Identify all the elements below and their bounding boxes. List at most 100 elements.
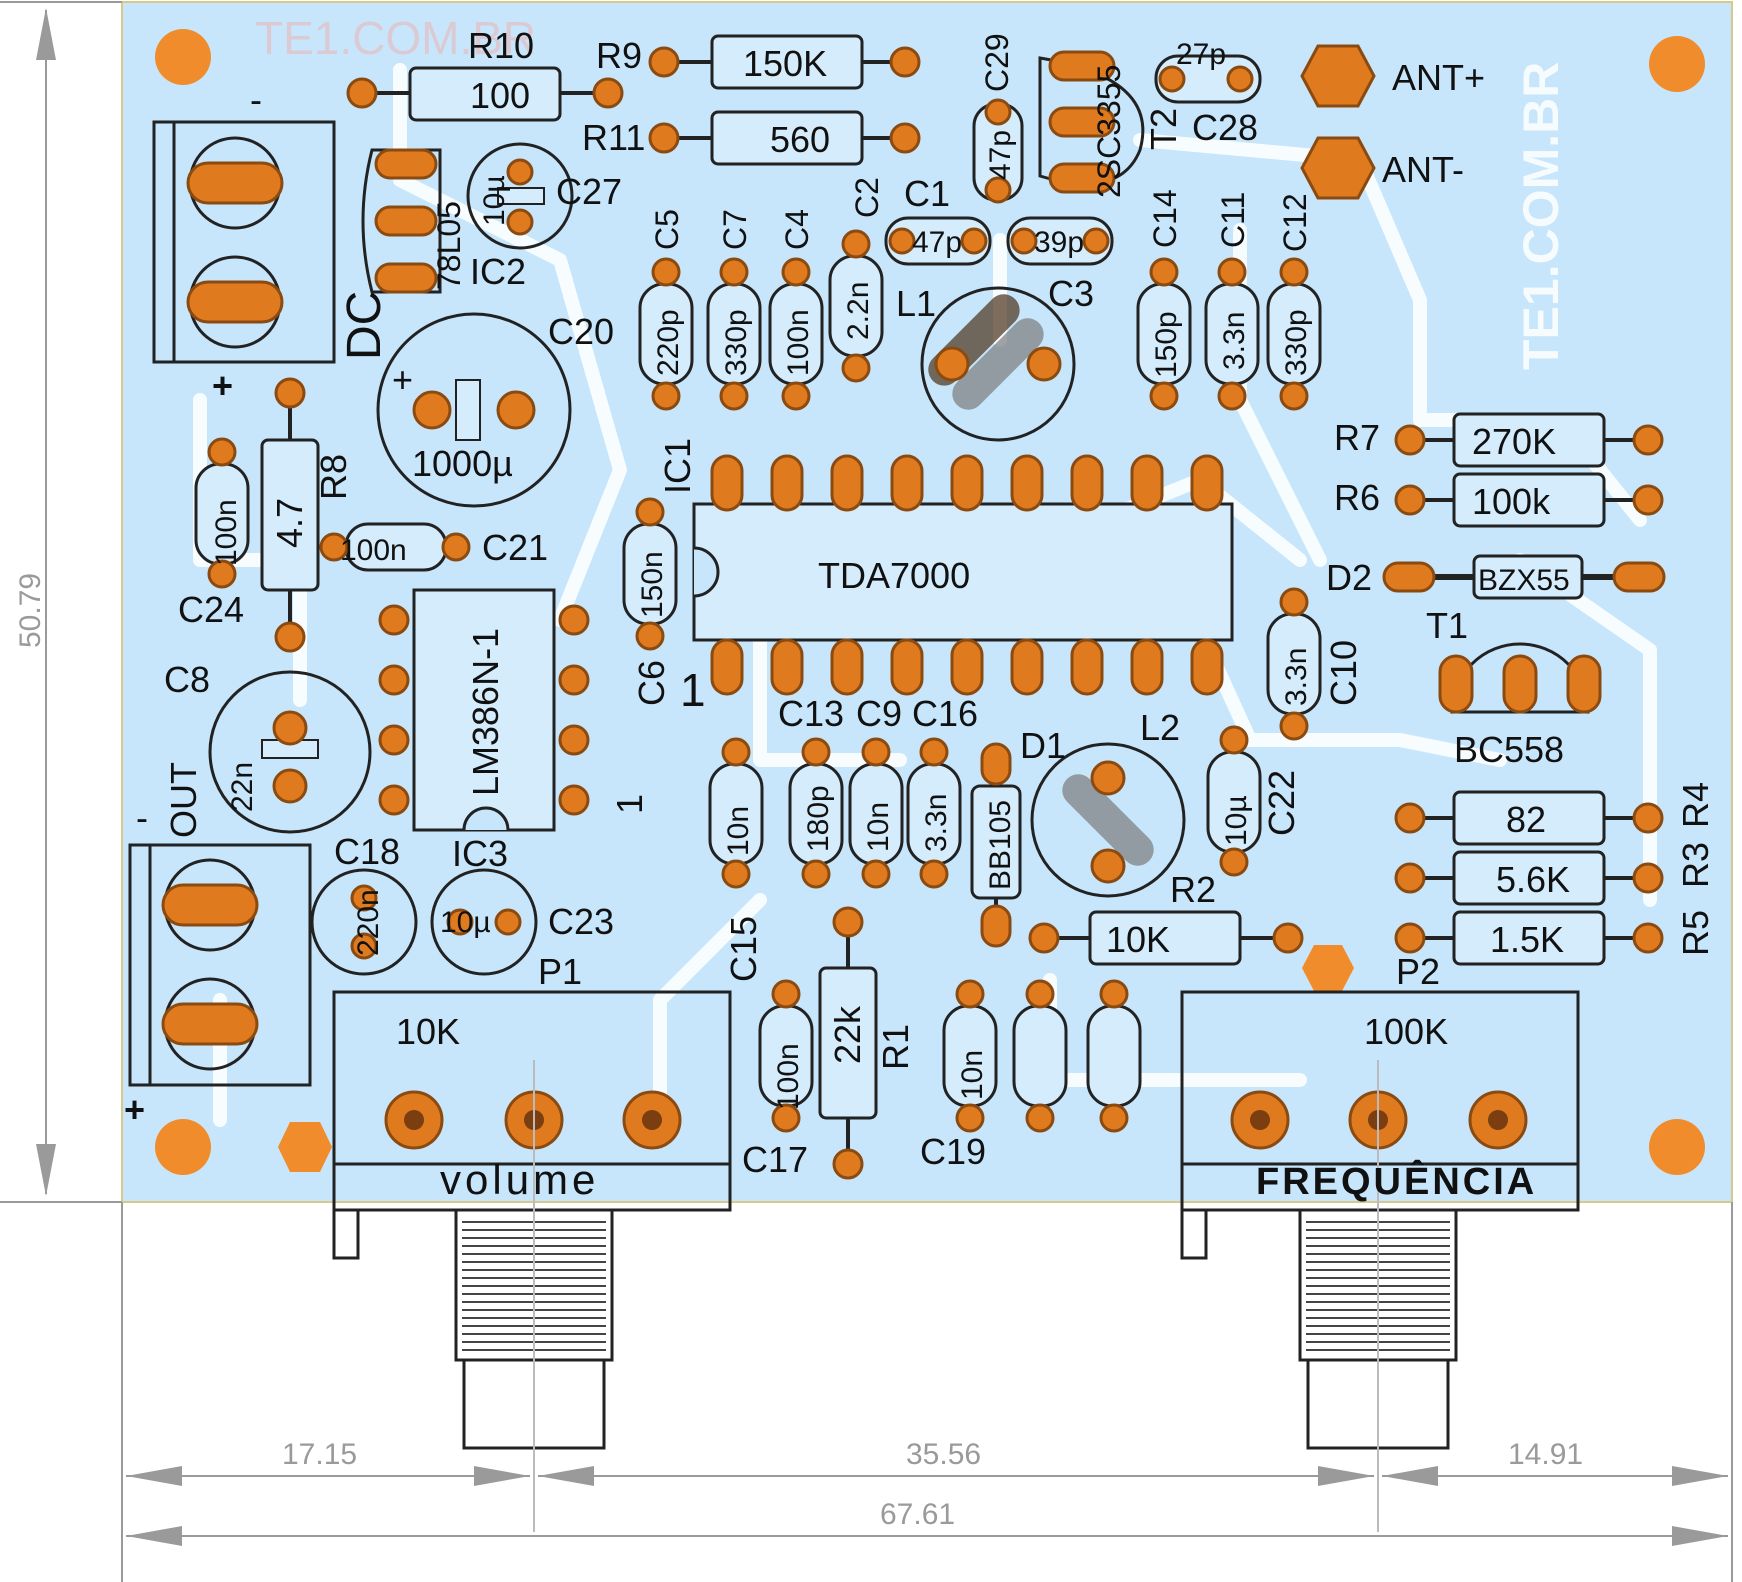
mounting-hole (155, 29, 211, 85)
c29-value: 47p (984, 130, 1017, 180)
p1-value: 10K (396, 1011, 460, 1052)
l1-ref: L1 (896, 283, 936, 324)
t2-transistor: 2SC3355 T2 (1038, 50, 1184, 198)
r11-value: 560 (770, 119, 830, 160)
r1-ref: R1 (875, 1024, 916, 1070)
c3-value: 39p (1034, 226, 1084, 259)
cap-c24: C24 100n (178, 437, 250, 630)
cap-c14: C14 150p (1136, 189, 1192, 411)
dc-minus-label: - (250, 79, 262, 120)
t1-ref: T1 (1426, 605, 1468, 646)
watermark-side: TE1.COM.BR (1513, 62, 1569, 370)
c7-value: 330p (720, 309, 753, 376)
resistor-r11: R11 560 (582, 110, 921, 166)
resistor-r2: R2 10K (1028, 869, 1304, 966)
ic1-pin-pad (950, 638, 984, 696)
dc-label: DC (338, 291, 391, 360)
c26-ref: C13 (778, 693, 844, 734)
c12-value: 330p (1280, 309, 1313, 376)
cap-c4: C4 100n (768, 209, 824, 411)
pot-p1-volume: 10K P1 volume (332, 951, 732, 1532)
ic2-ref: IC2 (470, 251, 526, 292)
ic2-part: 78L05 (431, 201, 467, 290)
d1-ref: D1 (1020, 725, 1066, 766)
r10-value: 100 (470, 75, 530, 116)
dim-height: 50.79 (14, 573, 47, 648)
ic2-regulator: 78L05 IC2 (361, 148, 526, 294)
c25-ref: C8 (164, 659, 210, 700)
r3-value: 5.6K (1496, 859, 1570, 900)
r2-value: 10K (1106, 919, 1170, 960)
c18-value: 100n (772, 1043, 805, 1110)
cap-c29: C29 47p (972, 33, 1024, 204)
r5-ref: R5 (1675, 910, 1716, 956)
out-plus-label: + (124, 1089, 145, 1130)
p2-ref: P2 (1396, 951, 1440, 992)
c24-ref: C24 (178, 589, 244, 630)
t1-transistor: T1 BC558 (1426, 605, 1602, 770)
ic1-pin-pad (1190, 638, 1224, 696)
ic1-pin-pad (1130, 638, 1164, 696)
c7-ref: C7 (717, 209, 753, 250)
out-label: OUT (163, 762, 204, 838)
mounting-hole (1302, 945, 1354, 991)
ant-plus-label: ANT+ (1392, 57, 1485, 98)
cap-c22: C18 220n (310, 831, 418, 976)
mounting-hole (1649, 1119, 1705, 1175)
t2-part: 2SC3355 (1091, 65, 1127, 198)
resistor-r7: R7 270K (1334, 412, 1664, 468)
ic1-pin-pad (1010, 638, 1044, 696)
resistor-r4: R4 82 (1394, 782, 1716, 846)
c27-value: 10µ (478, 175, 511, 226)
resistor-r3: R3 5.6K (1394, 842, 1716, 906)
d2-ref: D2 (1326, 557, 1372, 598)
cap-c8: C9 180p (788, 693, 902, 889)
c2-ref: C2 (849, 177, 885, 218)
c10-ref: C10 (1323, 640, 1364, 706)
c24-value: 100n (210, 499, 243, 566)
resistor-r6: R6 100k (1334, 472, 1664, 528)
pot-p2-frequency: 100K P2 FREQUÊNCIA (1180, 951, 1580, 1532)
c22-ref: C18 (334, 831, 400, 872)
ic1-pin-pad (890, 638, 924, 696)
ic3-ref: IC3 (452, 833, 508, 874)
c1-value: 47p (912, 226, 962, 259)
resistor-r1: R1 22k (818, 906, 916, 1180)
cap-c11: C11 3.3n (1204, 192, 1260, 411)
resistor-r10: R10 100 (346, 25, 624, 122)
r9-value: 150K (743, 43, 827, 84)
cap-c21: C21 100n (319, 522, 548, 572)
r1-value: 22k (827, 1005, 868, 1064)
ic1-pin-pad (770, 454, 804, 512)
p2-value: 100K (1364, 1011, 1448, 1052)
c28-ref: C28 (1192, 107, 1258, 148)
ic1-pin-pad (1130, 454, 1164, 512)
ant-minus-label: ANT- (1382, 149, 1464, 190)
cap-c26: C13 10n (708, 693, 844, 889)
c14-ref: C14 (1147, 189, 1183, 248)
c5-value: 220p (652, 309, 685, 376)
ic1-pin-pad (710, 454, 744, 512)
c4-value: 100n (782, 309, 815, 376)
ic1-pin1: 1 (680, 664, 706, 716)
dc-connector: - + DC (152, 79, 391, 406)
p1-name: volume (440, 1156, 599, 1203)
c20-ref: C20 (548, 311, 614, 352)
ic1-pin-pad (1070, 638, 1104, 696)
cap-c23: C23 10µ (430, 868, 614, 976)
mounting-hole (1649, 36, 1705, 92)
c16-ref: C15 (723, 916, 764, 982)
r6-value: 100k (1472, 481, 1551, 522)
mounting-holes (155, 29, 1705, 1175)
c5-ref: C5 (649, 209, 685, 250)
c1-ref: C1 (904, 173, 950, 214)
cap-c18: C17 100n (742, 979, 814, 1180)
r3-ref: R3 (1675, 842, 1716, 888)
cap-c6: C6 150n (622, 497, 678, 706)
dim-left: 17.15 (282, 1438, 357, 1471)
ic1-pin-pad (1010, 454, 1044, 512)
ic1-ref: IC1 (657, 438, 698, 494)
ic3-lm386: LM386N-1 IC3 1 (378, 588, 650, 874)
